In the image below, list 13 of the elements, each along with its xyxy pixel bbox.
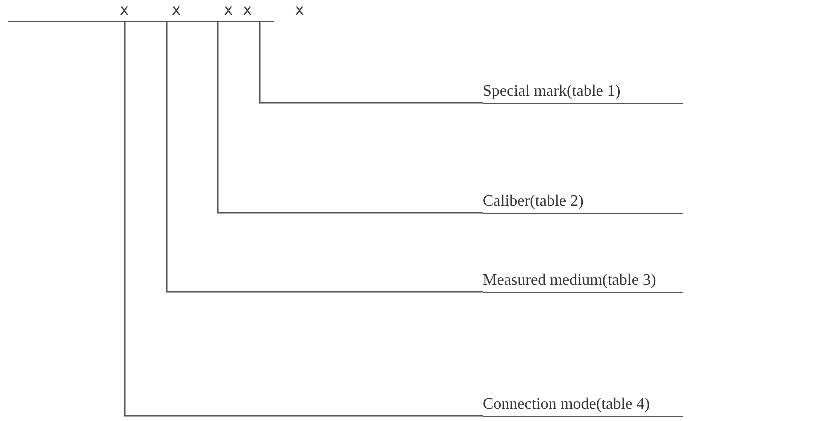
label-text: Measured medium(table 3) xyxy=(483,271,656,291)
callout-label xyxy=(483,271,683,293)
label-text: Connection mode(table 4) xyxy=(483,395,650,415)
label-text: Special mark(table 1) xyxy=(483,82,621,102)
callout-label xyxy=(483,395,683,417)
leader-line xyxy=(217,22,483,214)
model-code: x x xx x xyxy=(120,0,314,20)
callout-label xyxy=(483,82,683,104)
leader-line xyxy=(124,22,483,417)
callout-label xyxy=(483,192,683,214)
label-text: Caliber(table 2) xyxy=(483,192,584,212)
leader-line xyxy=(259,22,483,104)
leader-line xyxy=(166,22,483,293)
